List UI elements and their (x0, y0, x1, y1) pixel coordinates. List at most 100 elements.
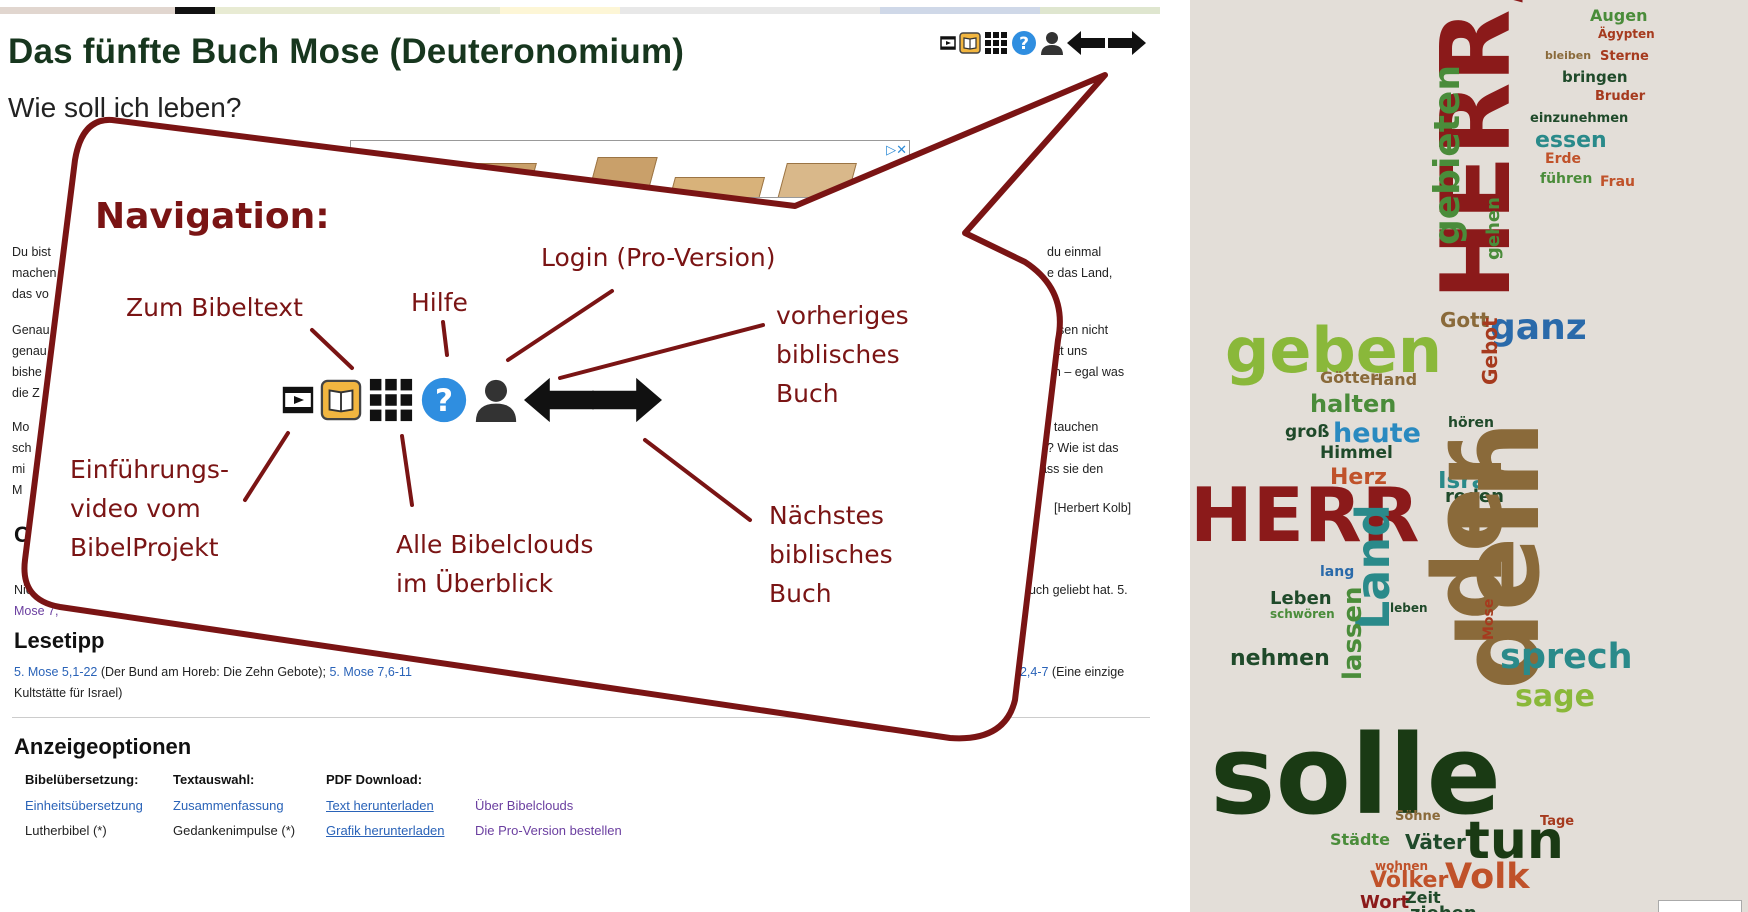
translation-einheitsuebersetzung[interactable]: Einheitsübersetzung (25, 798, 143, 813)
arrow-left-icon[interactable] (1067, 30, 1105, 56)
cloud-word: Herz (1330, 465, 1387, 490)
cloud-word: Städte (1330, 830, 1390, 849)
options-heading: Anzeigeoptionen (14, 734, 192, 759)
cloud-word: Ägypten (1598, 27, 1655, 41)
about-bibelclouds-link[interactable]: Über Bibelclouds (475, 798, 574, 813)
cloud-word: ganz (1490, 307, 1587, 348)
cloud-word: Tage (1540, 814, 1575, 829)
cloud-word: Frau (1600, 174, 1635, 190)
cloud-word: Götter (1320, 368, 1379, 387)
user-icon (474, 376, 518, 424)
divider (12, 717, 1150, 718)
cloud-word: Himmel (1320, 443, 1393, 463)
order-pro-version-link[interactable]: Die Pro-Version bestellen (475, 823, 622, 838)
color-bar-segment (1040, 7, 1160, 14)
cloud-word: halten (1310, 390, 1397, 418)
cloud-word: Sterne (1600, 49, 1649, 64)
cloud-word: Völker (1370, 868, 1449, 893)
color-bar-segment (880, 7, 1040, 14)
arrow-right-icon (592, 372, 662, 428)
callout-icon-row: ? (282, 372, 662, 428)
grid-icon (368, 377, 414, 423)
cloud-word: sprech (1500, 637, 1633, 677)
download-text-link[interactable]: Text herunterladen (326, 798, 434, 813)
cloud-word: wohnen (1375, 859, 1429, 873)
cloud-word: hören (1448, 415, 1494, 431)
selection-column-heading: Textauswahl: (173, 772, 255, 787)
cloud-word: Gott (1440, 308, 1490, 332)
cloud-word: Söhne (1395, 809, 1441, 824)
cloud-word: bringen (1562, 68, 1628, 86)
lesetipp-line-1-right: 12,4-7 (Eine einzige (1013, 665, 1125, 679)
cloud-word: nehmen (1230, 646, 1330, 671)
lesetipp-line-1-left: 5. Mose 5,1-22 (Der Bund am Horeb: Die Z… (14, 665, 412, 679)
arrow-right-icon[interactable] (1108, 30, 1146, 56)
cloud-word: Gebot (1478, 317, 1502, 385)
color-bar-segment (215, 7, 500, 14)
cloud-word: Israel (1438, 468, 1511, 494)
cloud-word: Väter (1405, 830, 1466, 854)
video-icon[interactable] (940, 36, 956, 50)
cloud-word: ziehen (1410, 905, 1477, 912)
nav-icon-bar: ? (940, 30, 1146, 56)
page-subtitle: Wie soll ich leben? (8, 92, 242, 123)
svg-text:?: ? (435, 383, 453, 419)
lesetipp-ref-3[interactable]: 12,4-7 (1013, 665, 1049, 679)
color-bar-segment (620, 7, 880, 14)
cloud-word: sage (1515, 679, 1595, 714)
user-icon[interactable] (1040, 30, 1064, 56)
help-icon: ? (420, 376, 468, 424)
cloud-word: Zeit (1405, 888, 1441, 907)
ad-choices-icon[interactable]: ▷✕ (886, 142, 907, 157)
download-column-heading: PDF Download: (326, 772, 423, 787)
cloud-word: lang (1320, 564, 1355, 580)
cloud-word: tun (1465, 811, 1564, 871)
cloud-word: Erde (1545, 151, 1581, 167)
color-bar-segment (0, 7, 130, 14)
cloud-word: groß (1285, 422, 1330, 442)
author-credit: [Herbert Kolb] (1054, 501, 1132, 515)
lesetipp-line-2: Kultstätte für Israel) (14, 686, 123, 700)
bible-book-icon[interactable] (959, 32, 981, 54)
help-icon[interactable]: ? (1011, 30, 1037, 56)
cloud-word: gebieten (1427, 65, 1468, 245)
translation-lutherbibel[interactable]: Lutherbibel (*) (25, 823, 107, 838)
arrow-left-icon (524, 372, 594, 428)
callout-title: Navigation: (95, 196, 330, 237)
color-bar-segment (130, 7, 175, 14)
cloud-word: lassen (1338, 586, 1368, 680)
download-graphic-link[interactable]: Grafik herunterladen (326, 823, 445, 838)
bible-book-icon (320, 379, 362, 421)
cloud-word: solle (1210, 711, 1502, 839)
cloud-word: schwören (1270, 607, 1335, 621)
cloud-word: bleiben (1545, 49, 1592, 62)
cloud-word: heute (1333, 418, 1421, 449)
callout-label-login: Login (Pro-Version) (541, 243, 776, 272)
cloud-word: einzunehmen (1530, 111, 1629, 126)
cloud-word: Mose (1481, 598, 1497, 640)
svg-text:?: ? (1019, 34, 1029, 54)
cloud-word: HERR (1190, 471, 1420, 559)
selection-gedankenimpulse[interactable]: Gedankenimpulse (*) (173, 823, 296, 838)
paragraph-4-right: euch geliebt hat. 5. (1022, 583, 1128, 597)
grid-icon[interactable] (984, 31, 1008, 55)
selection-zusammenfassung[interactable]: Zusammenfassung (173, 798, 284, 813)
callout-label-hilfe: Hilfe (411, 288, 468, 317)
callout-label-bibeltext: Zum Bibeltext (126, 293, 303, 322)
lesetipp-ref-1[interactable]: 5. Mose 5,1-22 (14, 665, 98, 679)
lesetipp-ref-2[interactable]: 5. Mose 7,6-11 (329, 665, 412, 679)
cloud-word: geben (1225, 314, 1442, 387)
cloud-word: essen (1535, 128, 1607, 153)
cloud-word: Wort (1360, 892, 1410, 912)
cloud-word: führen (1540, 171, 1593, 187)
privacy-tab[interactable] (1658, 900, 1742, 912)
